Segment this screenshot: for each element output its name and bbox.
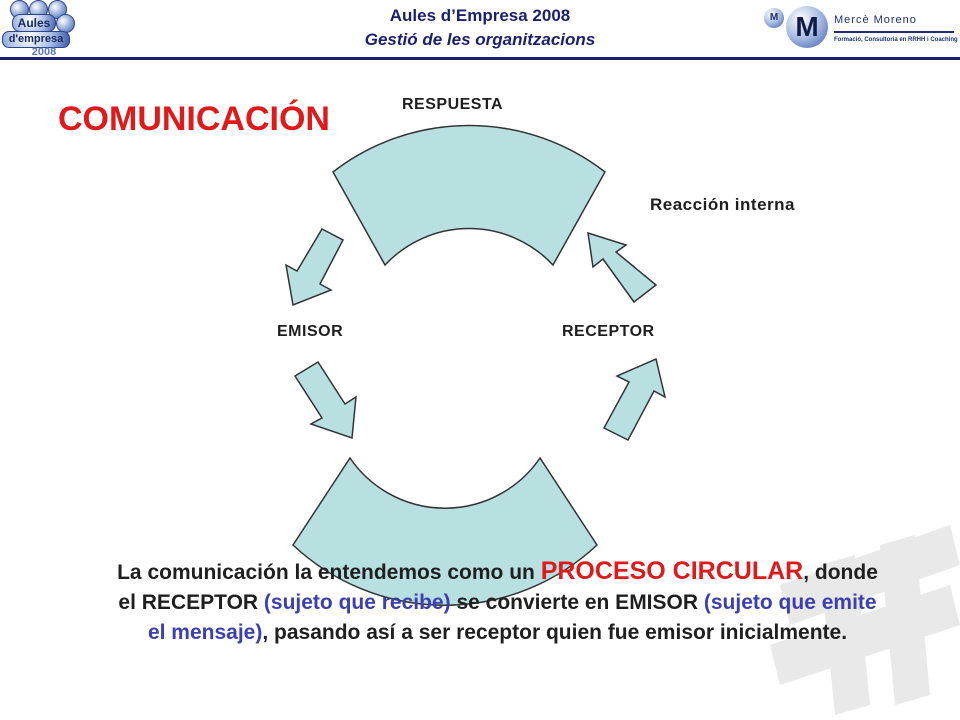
header-divider xyxy=(0,57,960,60)
paragraph-text: , pasando así a ser receptor quien fue e… xyxy=(262,621,848,644)
header-title: Aules d’Empresa 2008 xyxy=(389,6,571,25)
respuesta-arc-shape xyxy=(332,124,606,267)
label-emisor: EMISOR xyxy=(277,323,344,340)
arrow-down-right-icon xyxy=(293,360,357,440)
label-reaccion-interna: Reacción interna xyxy=(650,195,795,214)
label-receptor: RECEPTOR xyxy=(562,323,655,340)
paragraph-text: , donde el RECEPTOR xyxy=(118,561,878,614)
highlight-proceso-circular: PROCESO CIRCULAR xyxy=(540,557,804,585)
arrow-up-right-icon xyxy=(602,357,667,441)
paragraph-text: La comunicación la entendemos como un xyxy=(117,561,541,584)
emisor-definition: (sujeto que emite el mensaje) xyxy=(147,591,877,644)
logo-word-dempresa: d'empresa xyxy=(2,31,70,48)
header-subtitle: Gestió de les organitzacions xyxy=(364,30,596,49)
m-big-logo-icon: M xyxy=(786,6,828,48)
arrow-down-left-icon xyxy=(284,228,345,307)
bottom-arc-shape xyxy=(292,456,598,606)
m-small-logo-icon: M xyxy=(764,8,784,28)
label-respuesta: RESPUESTA xyxy=(402,96,504,113)
paragraph-text: se convierte en EMISOR xyxy=(450,591,704,614)
watermark-logo xyxy=(770,525,960,715)
description-paragraph: La comunicación la entendemos como un PR… xyxy=(110,556,885,648)
aules-logo: Aules d'empresa 2008 xyxy=(0,0,80,62)
logo-year: 2008 xyxy=(31,46,57,58)
page-title: COMUNICACIÓN xyxy=(58,100,330,138)
logo-underline xyxy=(834,31,954,33)
receptor-definition: (sujeto que recibe) xyxy=(263,591,451,614)
logo-name: Mercè Moreno xyxy=(834,14,917,26)
logo-tagline: Formació, Consultoria en RRHH i Coaching xyxy=(834,37,958,43)
arrow-up-left-icon xyxy=(587,231,658,304)
